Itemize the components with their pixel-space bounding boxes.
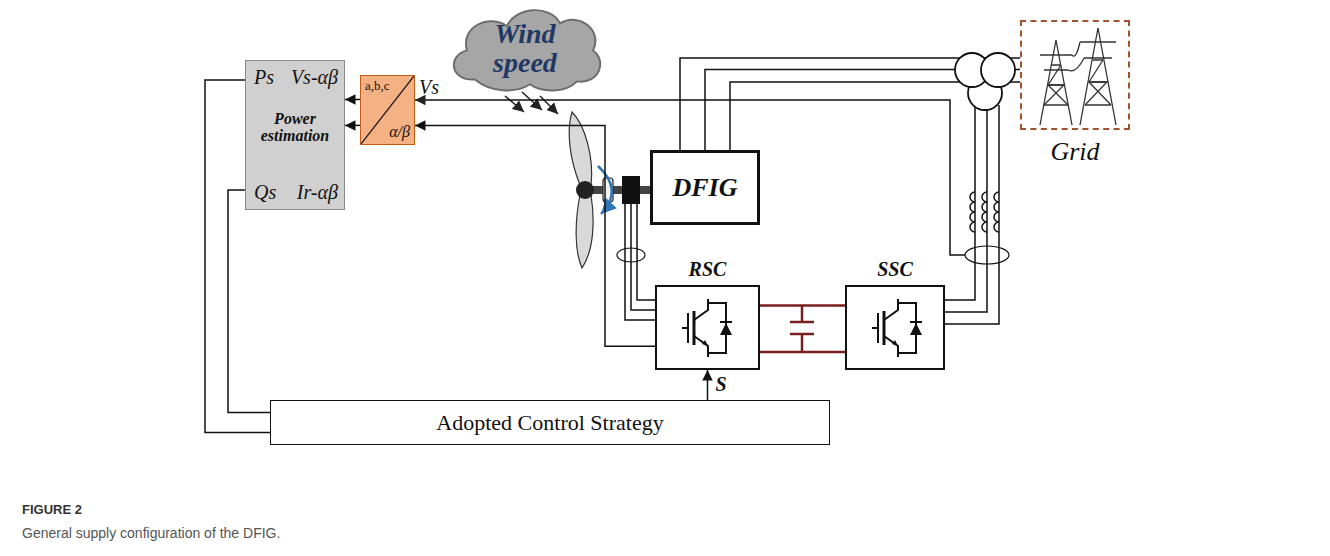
control-strategy-box: Adopted Control Strategy: [270, 400, 830, 445]
node-text: a,b,c: [365, 79, 390, 93]
dfig-box: DFIG: [650, 150, 760, 225]
voltage-measurement-line: [415, 100, 965, 255]
grid-box: Grid: [1020, 20, 1130, 130]
wind-turbine: [569, 112, 650, 268]
signal-line: [415, 125, 655, 346]
node-text: Adopted Control Strategy: [436, 411, 663, 434]
inductor-coil: [970, 192, 975, 232]
stator-side-converter: SSC: [845, 285, 945, 370]
signal-line: [228, 190, 270, 413]
node-text: α/β: [389, 124, 410, 141]
node-text: Qs: [254, 182, 276, 203]
wind-arrows: [505, 92, 558, 114]
igbt-symbol: [682, 299, 732, 357]
transform-box: a,b,c α/β: [360, 75, 415, 145]
wind-cloud: Wind speed: [445, 2, 605, 94]
signal-line: [345, 99, 360, 101]
igbt-symbol: [872, 299, 922, 357]
signal-line: [345, 125, 360, 127]
figure-number: FIGURE 2: [22, 503, 82, 517]
node-text: Wind speed: [475, 19, 575, 78]
rotor-side-converter: RSC: [655, 285, 760, 370]
node-text: Power estimation: [246, 111, 344, 145]
node-text: Vs-αβ: [291, 67, 338, 88]
node-text: DFIG: [672, 174, 737, 201]
signal-label: Vs: [419, 76, 439, 98]
node-text: RSC: [657, 259, 758, 280]
node-text: Ir-αβ: [297, 182, 338, 203]
signal-line: [707, 370, 709, 400]
node-text: Grid: [1022, 138, 1128, 165]
transmission-towers: [1040, 28, 1116, 125]
transformer-symbol: [955, 53, 1015, 110]
grid-side-wires: [945, 105, 1009, 324]
signal-label: S: [716, 374, 727, 394]
power-estimation-box: Ps Vs-αβPower estimationQs Ir-αβ: [245, 60, 345, 210]
figure-caption: General supply configuration of the DFIG…: [22, 525, 280, 541]
node-text: SSC: [847, 259, 943, 280]
dc-link-rail: [760, 304, 845, 307]
inductor-coil: [982, 192, 987, 232]
inductor-coil: [994, 192, 999, 232]
node-text: Ps: [254, 67, 274, 88]
dc-link: [760, 305, 845, 352]
